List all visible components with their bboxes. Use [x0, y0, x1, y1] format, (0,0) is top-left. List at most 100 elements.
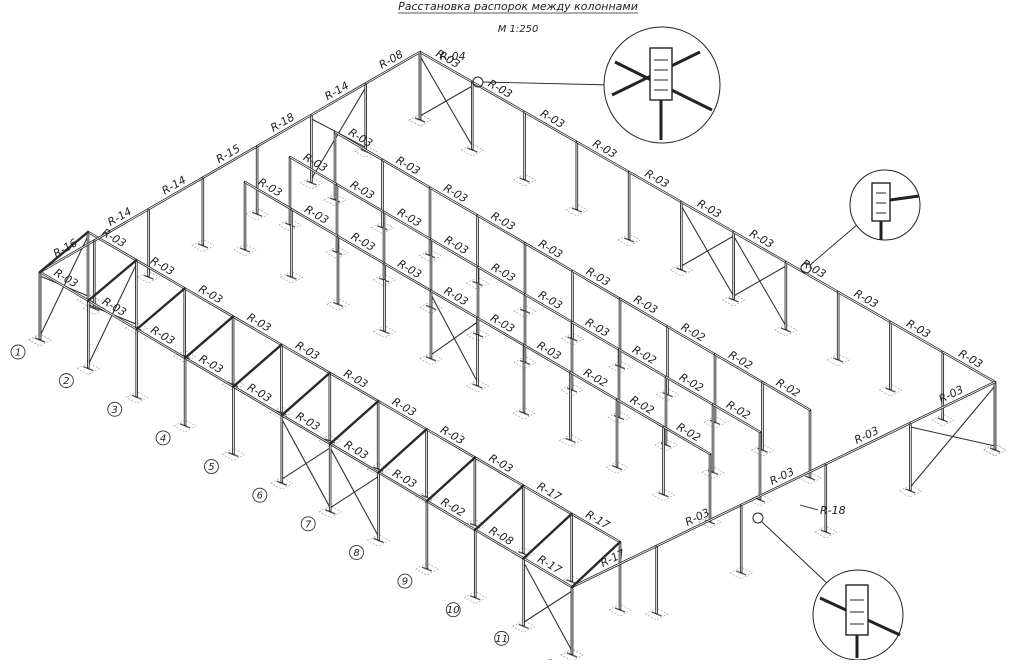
column-base: [419, 352, 443, 366]
column-base: [28, 333, 52, 347]
column-base: [76, 293, 100, 307]
column-base: [221, 448, 246, 461]
column-base: [414, 490, 439, 504]
column-base: [76, 362, 100, 375]
column-base: [124, 321, 148, 335]
column-base: [221, 378, 245, 391]
beam-highlight: [378, 472, 428, 502]
beam-highlight: [281, 414, 331, 445]
beam-highlight: [88, 300, 137, 330]
axis-label: 6: [257, 491, 263, 502]
beam-highlight: [430, 239, 479, 268]
beam-highlight: [426, 500, 476, 531]
axis-label: 8: [353, 548, 359, 559]
axis-marker-circle: [349, 545, 364, 560]
column-base: [608, 603, 632, 617]
beam-highlight: [523, 344, 571, 373]
beam-highlight: [837, 291, 891, 323]
axis-marker-circle: [397, 573, 413, 589]
beam-highlight: [825, 422, 911, 465]
beam-highlight: [523, 485, 572, 515]
brace: [281, 418, 331, 509]
beam-highlight: [524, 111, 578, 143]
cross-beam: [522, 512, 573, 560]
column-base: [608, 360, 632, 374]
cross-beam: [425, 456, 477, 503]
beam-highlight: [430, 290, 478, 319]
column-base: [460, 143, 484, 157]
column-base: [279, 270, 304, 284]
column-base: [82, 302, 106, 315]
column-base: [729, 566, 753, 580]
beam-highlight: [94, 208, 149, 241]
column-base: [513, 356, 537, 369]
column-base: [605, 461, 629, 474]
detail-callout-2: [800, 169, 921, 274]
column-base: [415, 562, 439, 576]
beam-highlight: [714, 354, 763, 383]
cross-beam: [135, 287, 186, 331]
column-base: [463, 591, 487, 605]
beam-highlight: [762, 381, 811, 411]
beam-highlight: [281, 344, 331, 374]
beam-highlight: [665, 376, 714, 405]
column-base: [814, 525, 838, 539]
beam-highlight: [477, 266, 526, 295]
cross-beam: [38, 230, 90, 274]
beam-highlight: [910, 381, 996, 424]
column-base: [722, 293, 746, 307]
column-base: [655, 388, 680, 401]
detail-callout-1: [472, 26, 721, 144]
axis-marker-circle: [107, 401, 123, 417]
beam-highlight: [202, 145, 258, 179]
column-base: [644, 607, 669, 621]
beam-highlight: [942, 351, 996, 383]
column-base: [931, 413, 955, 427]
column-base: [463, 519, 487, 532]
beam-highlight: [233, 386, 283, 416]
column-base: [826, 353, 850, 367]
axis-label: 1: [15, 348, 21, 359]
column-base: [366, 534, 391, 547]
column-base: [466, 328, 490, 342]
beam-highlight: [329, 443, 379, 473]
beam-highlight: [472, 81, 525, 113]
brace: [910, 426, 996, 447]
column-base: [898, 484, 923, 498]
column-base: [651, 488, 676, 502]
beam-tag-r04: R-04: [440, 50, 466, 63]
column-base: [512, 173, 537, 187]
brace: [733, 235, 787, 327]
column-base: [560, 648, 584, 662]
column-base: [326, 298, 350, 311]
beams: [38, 50, 997, 589]
drawing-scale: М 1:250: [498, 24, 539, 35]
brace: [419, 55, 473, 147]
beam-highlight: [232, 316, 282, 346]
cross-beam: [280, 371, 332, 417]
axis-label: 7: [305, 519, 312, 530]
beam-highlight: [419, 51, 473, 83]
beam-highlight: [785, 261, 839, 293]
beam-highlight: [383, 211, 432, 240]
column-base: [325, 246, 349, 259]
column-base: [408, 113, 432, 127]
axis-marker-circle: [155, 430, 171, 446]
column-base: [465, 379, 490, 393]
axis-label: 9: [402, 577, 408, 588]
beam-highlight: [311, 83, 366, 116]
column-base: [774, 323, 798, 337]
r18-leader: [799, 504, 819, 511]
beam-highlight: [334, 131, 383, 161]
beam-highlight: [184, 288, 234, 317]
axis-marker-circle: [300, 516, 316, 532]
column-base: [512, 620, 536, 633]
beam-highlight: [576, 141, 630, 173]
beam-highlight: [628, 171, 682, 203]
beam-highlight: [667, 326, 716, 355]
column-base: [233, 243, 257, 257]
column-base: [560, 332, 585, 346]
cross-beam: [87, 258, 138, 302]
